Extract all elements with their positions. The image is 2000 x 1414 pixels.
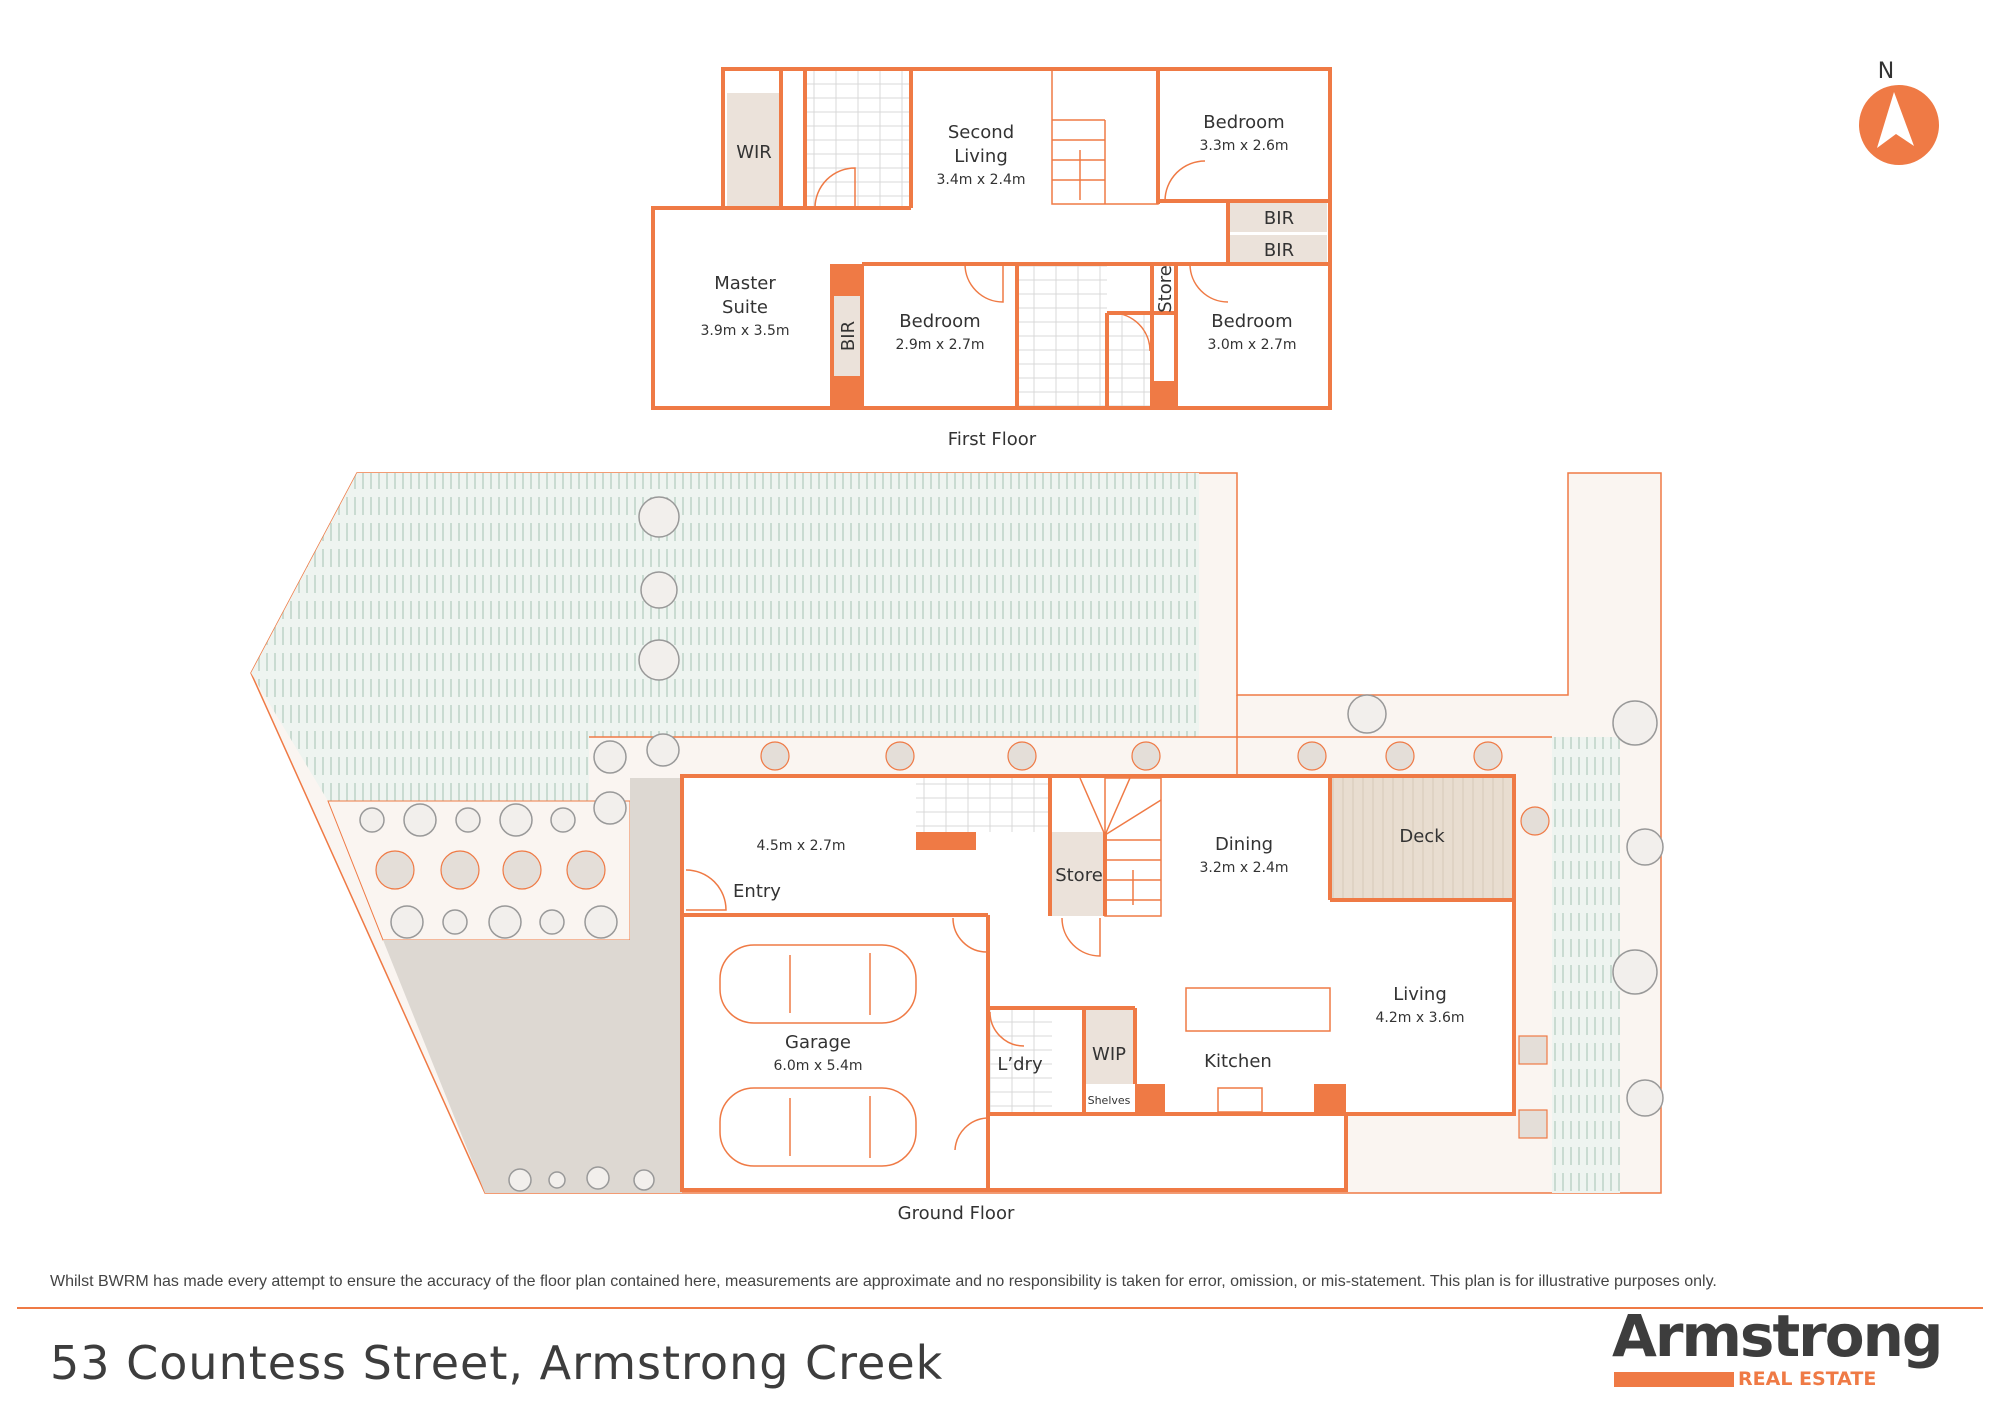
door-swings [685, 869, 1101, 1151]
room-label-bir: BIR [838, 321, 859, 351]
divider [17, 1307, 1983, 1309]
compass: N [1859, 59, 1939, 165]
room-label-garage: Garage [785, 1032, 851, 1053]
wir-area [727, 93, 781, 208]
room-label-wip: WIP [1092, 1044, 1126, 1065]
toilet [1107, 313, 1152, 408]
floor-title-first: First Floor [948, 429, 1037, 450]
wip-area [1084, 1008, 1135, 1084]
room-label-store: Store [1055, 865, 1103, 886]
room-label-wir: WIR [736, 142, 772, 163]
car-icon [719, 944, 917, 1024]
ground-floor-plan: 4.5m x 2.7m Entry Store Dining 3.2m x 2.… [250, 472, 1664, 1224]
armstrong-logo: Armstrong REAL ESTATE [1612, 1306, 1992, 1402]
powder-room [916, 778, 1050, 832]
bathroom [1017, 264, 1107, 408]
kitchen-island [1185, 987, 1331, 1032]
deck [1330, 778, 1512, 900]
room-label-bedroom: Bedroom [1203, 112, 1284, 133]
room-label-bir: BIR [1264, 240, 1294, 261]
compass-north-label: N [1878, 59, 1894, 84]
room-label-shelves: Shelves [1088, 1094, 1131, 1107]
logo-bar [1614, 1372, 1734, 1387]
car-icon [719, 1087, 917, 1167]
logo-wordmark: Armstrong [1612, 1302, 1943, 1370]
store-area [1052, 832, 1105, 916]
disclaimer: Whilst BWRM has made every attempt to en… [50, 1273, 1717, 1290]
north-arrow-icon [1877, 92, 1914, 148]
room-label-master-suite: Suite [722, 297, 768, 318]
room-label-dining: Dining [1215, 834, 1273, 855]
property-address: 53 Countess Street, Armstrong Creek [50, 1336, 944, 1390]
room-dims: 3.2m x 2.4m [1200, 860, 1289, 876]
room-label-second-living: Second [948, 122, 1014, 143]
room-label-entry: Entry [733, 881, 781, 902]
driveway [630, 778, 682, 940]
room-dims: 3.0m x 2.7m [1208, 337, 1297, 353]
floor-title-ground: Ground Floor [898, 1203, 1015, 1224]
first-floor-plan: WIR Second Living 3.4m x 2.4m Bedroom 3.… [651, 67, 1332, 450]
room-label-bedroom: Bedroom [899, 311, 980, 332]
room-dims: 3.3m x 2.6m [1200, 138, 1289, 154]
room-label-master-suite: Master [714, 273, 776, 294]
room-label-living: Living [1393, 984, 1447, 1005]
concrete-area [383, 940, 682, 1193]
room-dims: 4.5m x 2.7m [757, 838, 846, 854]
bir-box [1228, 201, 1327, 232]
room-dims: 4.2m x 3.6m [1376, 1010, 1465, 1026]
room-dims: 3.9m x 3.5m [701, 323, 790, 339]
lawn [251, 473, 1199, 801]
room-label-deck: Deck [1399, 826, 1445, 847]
laundry-area [988, 1008, 1052, 1114]
logo-tagline: REAL ESTATE [1738, 1368, 1877, 1390]
shrub-icons [359, 496, 1664, 1192]
room-label-store: Store [1155, 265, 1176, 313]
room-dims: 6.0m x 5.4m [774, 1058, 863, 1074]
room-label-bedroom: Bedroom [1211, 311, 1292, 332]
room-label-bir: BIR [1264, 208, 1294, 229]
room-dims: 3.4m x 2.4m [937, 172, 1026, 188]
door-swings [814, 160, 1229, 352]
room-dims: 2.9m x 2.7m [896, 337, 985, 353]
room-label-kitchen: Kitchen [1204, 1051, 1272, 1072]
room-label-laundry: L’dry [997, 1054, 1043, 1075]
bir-box [1228, 235, 1327, 264]
room-label-second-living: Living [954, 146, 1008, 167]
